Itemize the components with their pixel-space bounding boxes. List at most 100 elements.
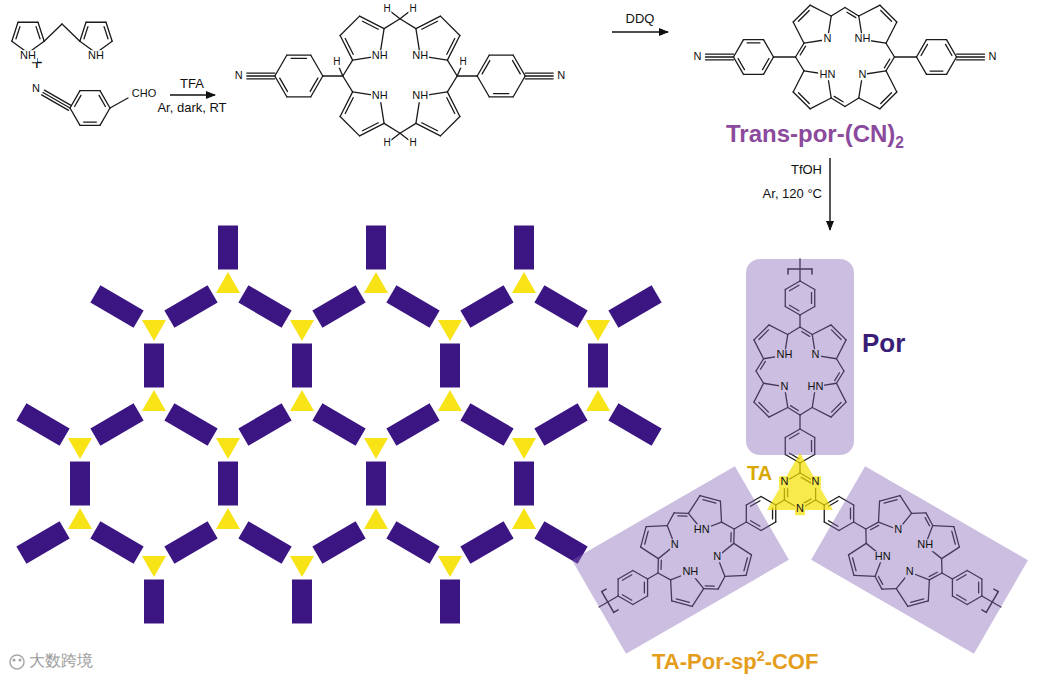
atom-label: H [382,4,391,15]
bond-line [340,116,359,135]
watermark: 大数跨境 [29,652,93,670]
bond-line [384,19,400,29]
linker-bar [366,226,386,270]
watermark-icon [10,655,24,669]
linker-bar [588,344,608,388]
atom-label: NH [411,50,429,62]
atom-label: N [811,476,821,488]
triazine-node [512,508,536,529]
atom-label: N [31,83,41,95]
bond-line [80,90,100,91]
linker-bar [164,521,217,563]
triazine-node [142,390,166,411]
bond-line [886,71,897,92]
triazine-node [216,508,240,529]
bond-line [793,92,810,109]
atom-label: N [988,51,998,63]
reaction-arrow [829,158,830,230]
linker-bar [386,521,439,563]
bond-line [525,78,553,79]
bond-line [416,16,441,28]
bond-line [391,12,400,19]
linker-bar [144,580,164,624]
bond-line [525,73,553,74]
triazine-node [364,272,388,293]
linker-bar [440,344,460,388]
linker-bar [312,521,365,563]
linker-bar [90,403,143,445]
atom-label: H [332,57,341,68]
bond-line [927,39,947,40]
bond-line [340,36,352,61]
bond-line [513,61,521,74]
atom-label: NH [916,540,934,552]
linker-bar [534,403,587,445]
bond-line [946,44,952,55]
reagent-label: TfOH [791,163,822,178]
bond-line [859,5,880,16]
bond-line [494,93,509,94]
linker-bar [312,285,365,327]
bond-line [957,56,985,57]
bond-line [947,57,957,74]
atom-label: NH [854,34,872,46]
bond-line [881,93,892,104]
bond-line [706,54,734,55]
linker-bar [238,285,291,327]
bond-line [84,121,97,122]
linker-bar [460,403,513,445]
atom-label: N [712,551,722,563]
atom-label: N [858,69,868,81]
bond-line [764,57,774,74]
bond-line [343,60,353,76]
atom-label: HN [807,381,825,393]
bond-line [18,22,38,23]
bond-line [800,46,805,55]
bond-line [489,55,513,56]
script-digit: 2 [757,648,765,664]
bond-line [447,60,457,76]
bond-line [477,76,489,97]
bond-line [859,98,880,109]
bond-line [927,74,947,75]
reagent-label: DDQ [626,12,655,27]
triangle-shape [767,453,833,510]
bond-line [343,76,353,92]
bond-line [880,92,897,109]
bond-line [457,66,461,76]
bond-line [345,98,353,114]
atom-label: CHO [131,88,157,100]
reagent-label: TFA [180,77,204,92]
triazine-node [438,556,462,577]
bond-line [764,40,774,57]
atom-label: HN [874,551,892,563]
linker-bar [16,403,69,445]
linker-bar [312,403,365,445]
linker-bar [534,285,587,327]
atom-label: NH [681,566,699,578]
bond-line [525,75,553,76]
bond-line [917,40,927,57]
atom-label: H [382,138,391,149]
bond-line [99,95,105,106]
bond-line [706,56,734,57]
atom-label: NH [371,90,389,102]
triazine-node [438,320,462,341]
atom-label: NH [775,350,793,362]
bond-line [12,22,18,41]
triazine-node [216,272,240,293]
triazine-node [586,320,610,341]
bond-line [447,76,457,92]
linker-bar [514,462,534,506]
bond-line [440,16,459,35]
atom-label: H [408,138,417,149]
bond-line [744,74,764,75]
bond-line [247,78,275,79]
triazine-node [290,320,314,341]
bond-line [886,43,894,57]
bond-line [477,55,489,76]
bond-line [75,95,81,106]
bond-line [880,5,897,22]
bond-line [845,98,859,106]
